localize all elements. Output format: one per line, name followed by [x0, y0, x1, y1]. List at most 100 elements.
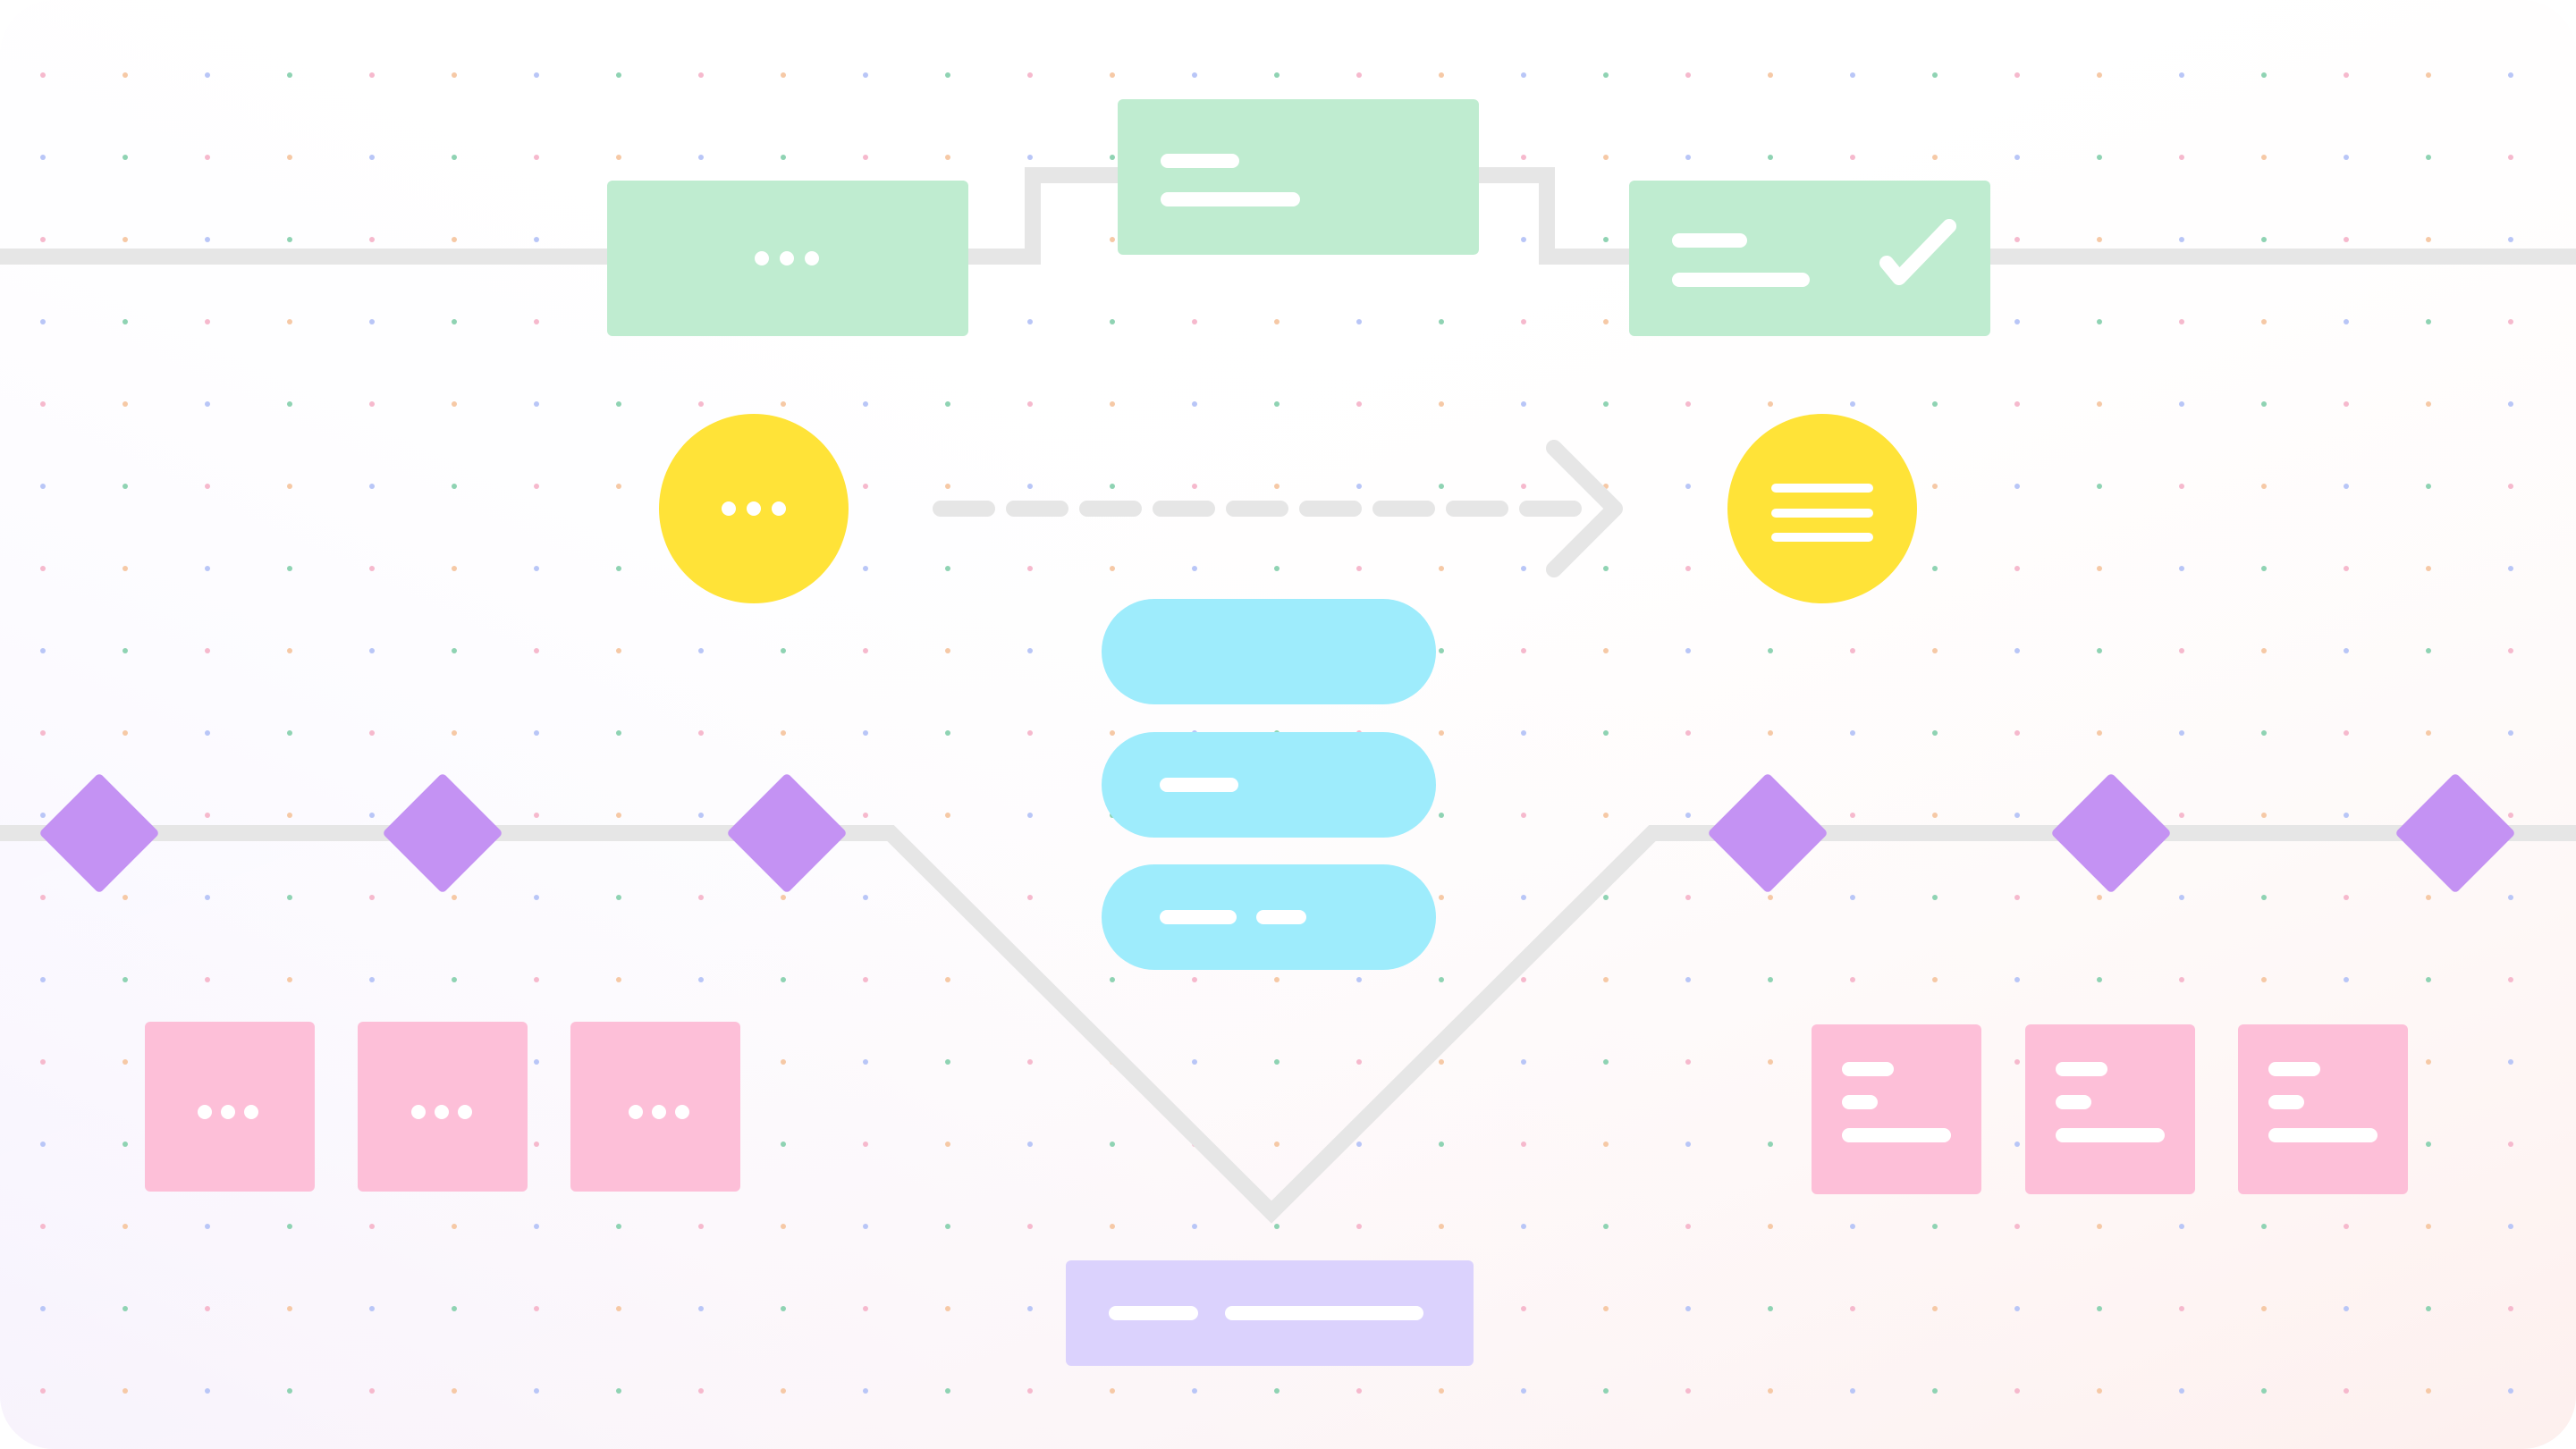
grid-dot	[40, 895, 46, 900]
grid-dot	[287, 401, 292, 407]
database-layer-middle[interactable]	[1102, 732, 1436, 838]
diamond-icon[interactable]	[38, 772, 160, 894]
grid-dot	[205, 1306, 210, 1311]
grid-dot	[1685, 1224, 1691, 1229]
grid-dot	[534, 1388, 539, 1394]
grid-dot	[122, 977, 128, 982]
note-card-pending-2[interactable]	[358, 1022, 528, 1192]
note-card-pending-1[interactable]	[145, 1022, 315, 1192]
grid-dot	[1850, 155, 1855, 160]
grid-dot	[2344, 484, 2349, 489]
grid-dot	[1439, 401, 1444, 407]
grid-dot	[1027, 72, 1033, 78]
grid-dot	[1439, 1224, 1444, 1229]
output-bar[interactable]	[1066, 1260, 1474, 1366]
grid-dot	[122, 1224, 128, 1229]
process-card-middle[interactable]	[1118, 99, 1479, 255]
grid-dot	[2179, 319, 2184, 324]
grid-dot	[1027, 1059, 1033, 1065]
grid-dot	[1356, 1142, 1362, 1147]
grid-dot	[945, 401, 950, 407]
grid-dot	[1027, 1306, 1033, 1311]
grid-dot	[1685, 1142, 1691, 1147]
status-circle-source[interactable]	[659, 414, 849, 603]
grid-dot	[1439, 977, 1444, 982]
diamond-icon[interactable]	[382, 772, 503, 894]
note-card-pending-3[interactable]	[570, 1022, 740, 1192]
grid-dot	[1850, 1388, 1855, 1394]
grid-dot	[1027, 1388, 1033, 1394]
grid-dot	[1110, 566, 1115, 571]
grid-dot	[205, 484, 210, 489]
grid-dot	[2014, 1306, 2020, 1311]
note-card-written-3[interactable]	[2238, 1024, 2408, 1194]
grid-dot	[2261, 1306, 2267, 1311]
grid-dot	[1768, 648, 1773, 653]
grid-dot	[205, 730, 210, 736]
grid-dot	[1521, 155, 1526, 160]
grid-dot	[2426, 1142, 2431, 1147]
grid-dot	[945, 72, 950, 78]
grid-dot	[616, 895, 621, 900]
grid-dot	[1603, 155, 1609, 160]
grid-dot	[40, 155, 46, 160]
grid-dot	[1850, 813, 1855, 818]
grid-dot	[287, 484, 292, 489]
grid-dot	[2261, 566, 2267, 571]
diamond-icon[interactable]	[2050, 772, 2172, 894]
grid-dot	[369, 566, 375, 571]
grid-dot	[1356, 1059, 1362, 1065]
grid-dot	[1850, 648, 1855, 653]
grid-dot	[1110, 237, 1115, 242]
grid-dot	[1685, 72, 1691, 78]
grid-dot	[1603, 1224, 1609, 1229]
database-stack	[1102, 599, 1436, 970]
grid-dot	[1685, 155, 1691, 160]
grid-dot	[287, 648, 292, 653]
grid-dot	[1521, 237, 1526, 242]
grid-dot	[122, 895, 128, 900]
note-card-written-1[interactable]	[1812, 1024, 1981, 1194]
grid-dot	[1521, 730, 1526, 736]
grid-dot	[863, 895, 868, 900]
diamond-icon[interactable]	[726, 772, 848, 894]
grid-dot	[781, 1059, 786, 1065]
grid-dot	[863, 648, 868, 653]
grid-dot	[2426, 319, 2431, 324]
diamond-icon[interactable]	[1707, 772, 1829, 894]
grid-dot	[1521, 1306, 1526, 1311]
grid-dot	[2426, 155, 2431, 160]
grid-dot	[2261, 813, 2267, 818]
database-layer-bottom[interactable]	[1102, 864, 1436, 970]
diamond-icon[interactable]	[2394, 772, 2516, 894]
grid-dot	[452, 484, 457, 489]
grid-dot	[1027, 401, 1033, 407]
grid-dot	[1603, 730, 1609, 736]
grid-dot	[40, 484, 46, 489]
grid-dot	[287, 977, 292, 982]
grid-dot	[2014, 566, 2020, 571]
grid-dot	[1027, 566, 1033, 571]
grid-dot	[1603, 1142, 1609, 1147]
grid-dot	[2179, 895, 2184, 900]
note-card-written-2[interactable]	[2025, 1024, 2195, 1194]
grid-dot	[40, 1142, 46, 1147]
grid-dot	[1932, 401, 1938, 407]
grid-dot	[698, 813, 704, 818]
status-circle-target[interactable]	[1727, 414, 1917, 603]
grid-dot	[2097, 72, 2102, 78]
database-layer-top[interactable]	[1102, 599, 1436, 704]
grid-dot	[534, 895, 539, 900]
grid-dot	[1603, 72, 1609, 78]
process-card-start[interactable]	[607, 181, 968, 336]
grid-dot	[1685, 1388, 1691, 1394]
grid-dot	[1932, 1306, 1938, 1311]
grid-dot	[863, 730, 868, 736]
grid-dot	[2097, 730, 2102, 736]
ellipsis-icon	[629, 1105, 689, 1119]
grid-dot	[40, 401, 46, 407]
grid-dot	[1521, 319, 1526, 324]
grid-dot	[698, 730, 704, 736]
process-card-done[interactable]	[1629, 181, 1990, 336]
grid-dot	[616, 813, 621, 818]
